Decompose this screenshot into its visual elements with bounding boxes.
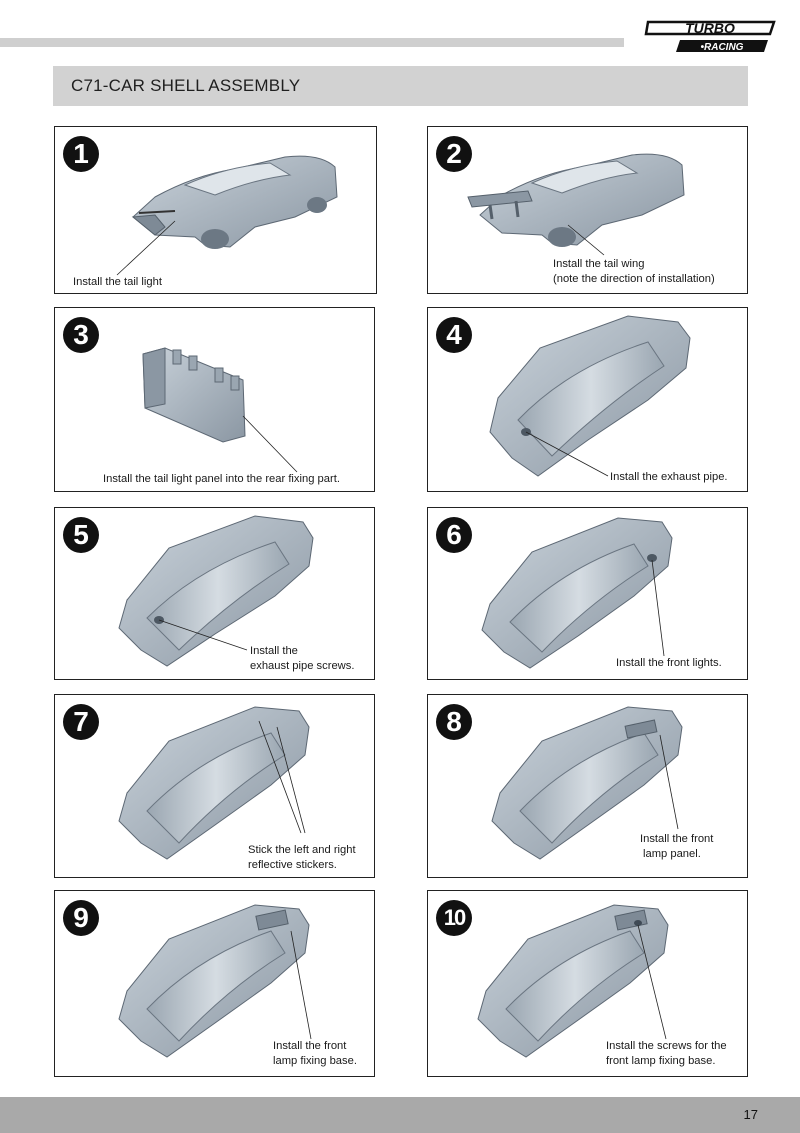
step-7-panel: 7 Stick the left and right reflective st… [54,694,375,878]
step-number-4: 4 [436,317,472,353]
step-6-caption-line-1: Install the front lights. [616,657,722,669]
step-5-caption-line-2: exhaust pipe screws. [250,660,355,672]
header-rule [0,38,624,47]
step-5-caption-line-1: Install the [250,645,298,657]
logo-text-racing: •RACING [701,42,744,53]
page-number: 17 [743,1107,758,1122]
step-10-caption-line-1: Install the screws for the [606,1040,727,1052]
step-2-caption-line-1: Install the tail wing [553,258,645,270]
step-8-caption-line-1: Install the front [640,833,714,845]
step-10-panel: 10 Install the screws for the front lamp… [427,890,748,1077]
step-9-caption-line-1: Install the front [273,1040,347,1052]
shell-underside-illustration [489,315,691,477]
step-3-panel: 3 Install the tail light panel into the … [54,307,375,492]
step-2-caption-line-2: (note the direction of installation) [553,273,715,285]
shell-underside-illustration [491,706,683,860]
step-number-2: 2 [436,136,472,172]
shell-underside-illustration [477,904,669,1058]
shell-underside-illustration [118,515,314,667]
step-3-caption-line-1: Install the tail light panel into the re… [103,473,340,485]
turbo-racing-logo: TURBO •RACING [644,20,776,53]
step-10-caption-line-2: front lamp fixing base. [606,1055,716,1067]
logo-text-turbo: TURBO [685,20,735,36]
shell-underside-illustration [118,706,310,860]
step-1-caption-line-1: Install the tail light [73,276,162,288]
step-number-3: 3 [63,317,99,353]
section-title: C71-CAR SHELL ASSEMBLY [71,76,301,95]
shell-underside-illustration [118,904,312,1058]
step-number-8: 8 [436,704,472,740]
shell-underside-illustration [481,517,673,669]
tail-light-panel-illustration [142,347,298,473]
step-number-5: 5 [63,517,99,553]
step-6-panel: 6 Install the front lights. [427,507,748,680]
step-number-1: 1 [63,136,99,172]
step-number-9: 9 [63,900,99,936]
page-footer: 17 [0,1097,800,1133]
car-with-wing-illustration [467,153,685,256]
step-5-panel: 5 Install the exhaust pipe screws. [54,507,375,680]
step-2-panel: 2 Install the tail wing (note the direct… [427,126,748,294]
step-7-caption-line-2: reflective stickers. [248,859,337,871]
step-number-7: 7 [63,704,99,740]
step-9-panel: 9 Install the front lamp fixing base. [54,890,375,1077]
section-header: C71-CAR SHELL ASSEMBLY [53,66,748,106]
step-number-6: 6 [436,517,472,553]
step-4-caption-line-1: Install the exhaust pipe. [610,471,728,483]
step-4-panel: 4 Install the exhaust pipe. [427,307,748,492]
car-body-illustration [116,155,338,276]
step-7-caption-line-1: Stick the left and right [248,844,356,856]
step-1-panel: 1 Install the tail light [54,126,377,294]
step-number-10: 10 [436,900,472,936]
step-8-caption-line-2: lamp panel. [643,848,701,860]
step-9-caption-line-2: lamp fixing base. [273,1055,357,1067]
step-8-panel: 8 Install the front lamp panel. [427,694,748,878]
